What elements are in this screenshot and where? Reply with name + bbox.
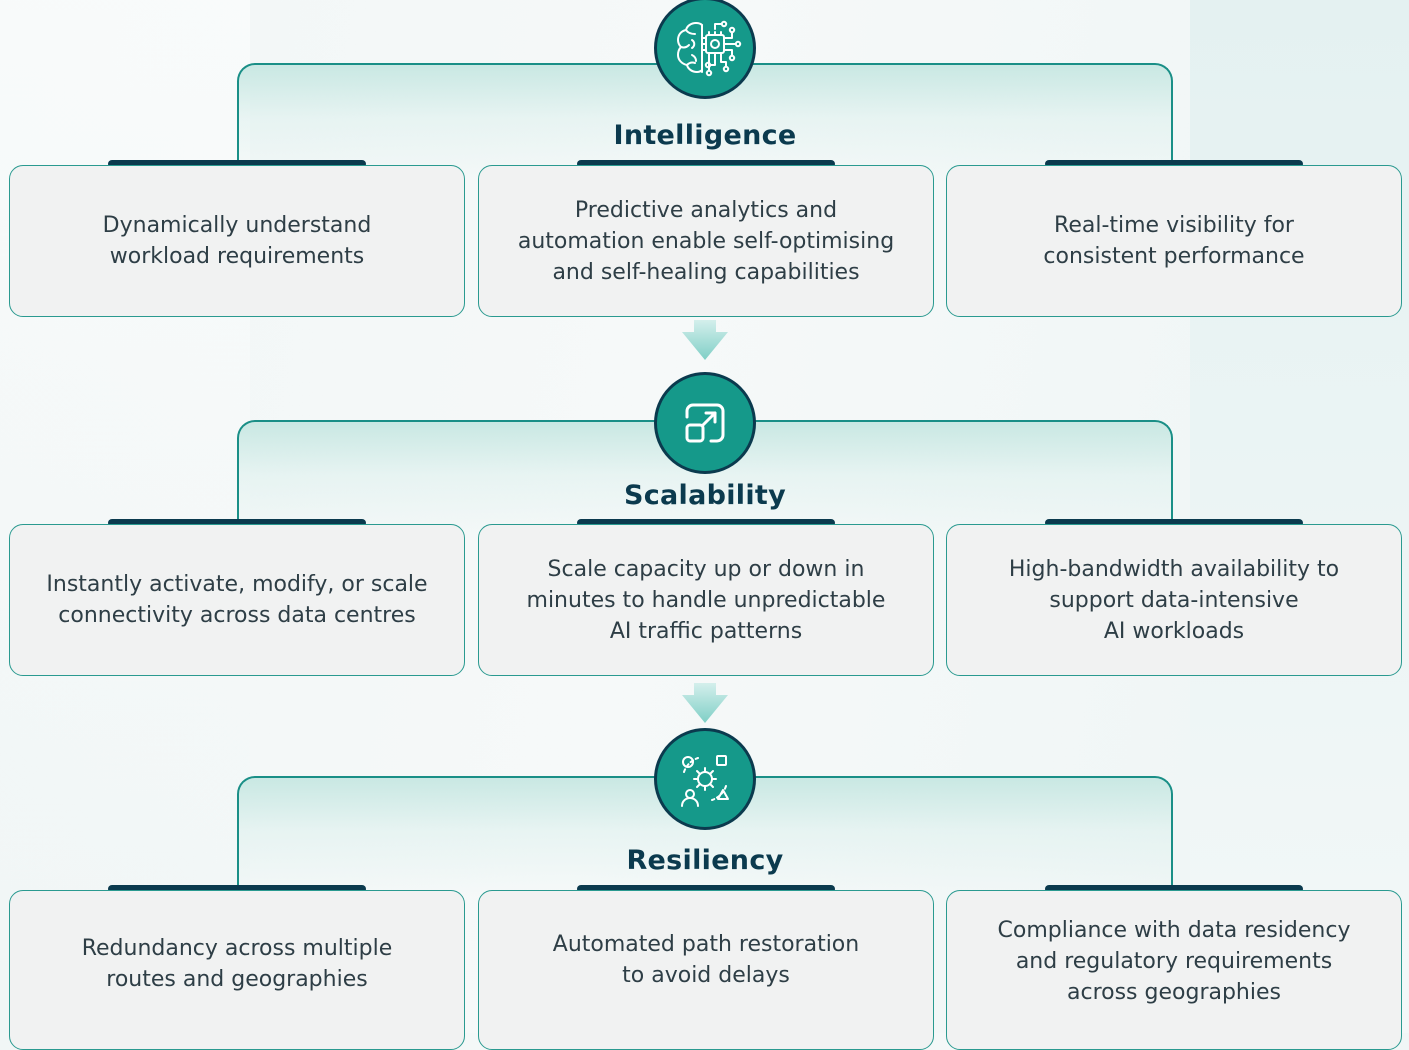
card-tab [1045, 160, 1303, 168]
card-text: Scale capacity up or down in minutes to … [526, 556, 886, 644]
card-text: Instantly activate, modify, or scale con… [46, 572, 428, 628]
card-text: Dynamically understand workload requirem… [102, 213, 372, 269]
resiliency-card-redundancy: Redundancy across multiple routes and ge… [9, 890, 465, 1050]
scalability-card-activate: Instantly activate, modify, or scale con… [9, 524, 465, 676]
card-tab [108, 160, 366, 168]
card-text: Compliance with data residency and regul… [997, 918, 1351, 1005]
card-tab [108, 885, 366, 893]
scalability-card-bandwidth: High-bandwidth availability to support d… [946, 524, 1402, 676]
card-tab [1045, 519, 1303, 527]
card-text: Automated path restoration to avoid dela… [552, 932, 860, 988]
card-tab [108, 519, 366, 527]
scale-expand-icon [654, 372, 756, 474]
background-panel [1190, 0, 1409, 1033]
resiliency-card-compliance: Compliance with data residency and regul… [946, 890, 1402, 1050]
card-tab [577, 519, 835, 527]
section-title-intelligence: Intelligence [613, 120, 797, 151]
section-title-scalability: Scalability [623, 480, 787, 511]
resiliency-card-restoration: Automated path restoration to avoid dela… [478, 890, 934, 1050]
down-arrow-icon [682, 320, 728, 360]
intelligence-card-visibility: Real-time visibility for consistent perf… [946, 165, 1402, 317]
down-arrow-icon [682, 683, 728, 723]
ai-brain-chip-icon [654, 0, 756, 99]
card-text: High-bandwidth availability to support d… [1008, 556, 1340, 644]
intelligence-card-predictive: Predictive analytics and automation enab… [478, 165, 934, 317]
resilience-network-icon [654, 728, 756, 830]
card-tab [577, 885, 835, 893]
scalability-card-capacity: Scale capacity up or down in minutes to … [478, 524, 934, 676]
card-text: Predictive analytics and automation enab… [517, 197, 895, 285]
card-text: Real-time visibility for consistent perf… [1043, 213, 1305, 269]
intelligence-card-workload: Dynamically understand workload requirem… [9, 165, 465, 317]
card-text: Redundancy across multiple routes and ge… [81, 936, 393, 992]
background-glow [0, 0, 250, 1033]
section-title-resiliency: Resiliency [626, 845, 784, 876]
card-tab [1045, 885, 1303, 893]
card-tab [577, 160, 835, 168]
